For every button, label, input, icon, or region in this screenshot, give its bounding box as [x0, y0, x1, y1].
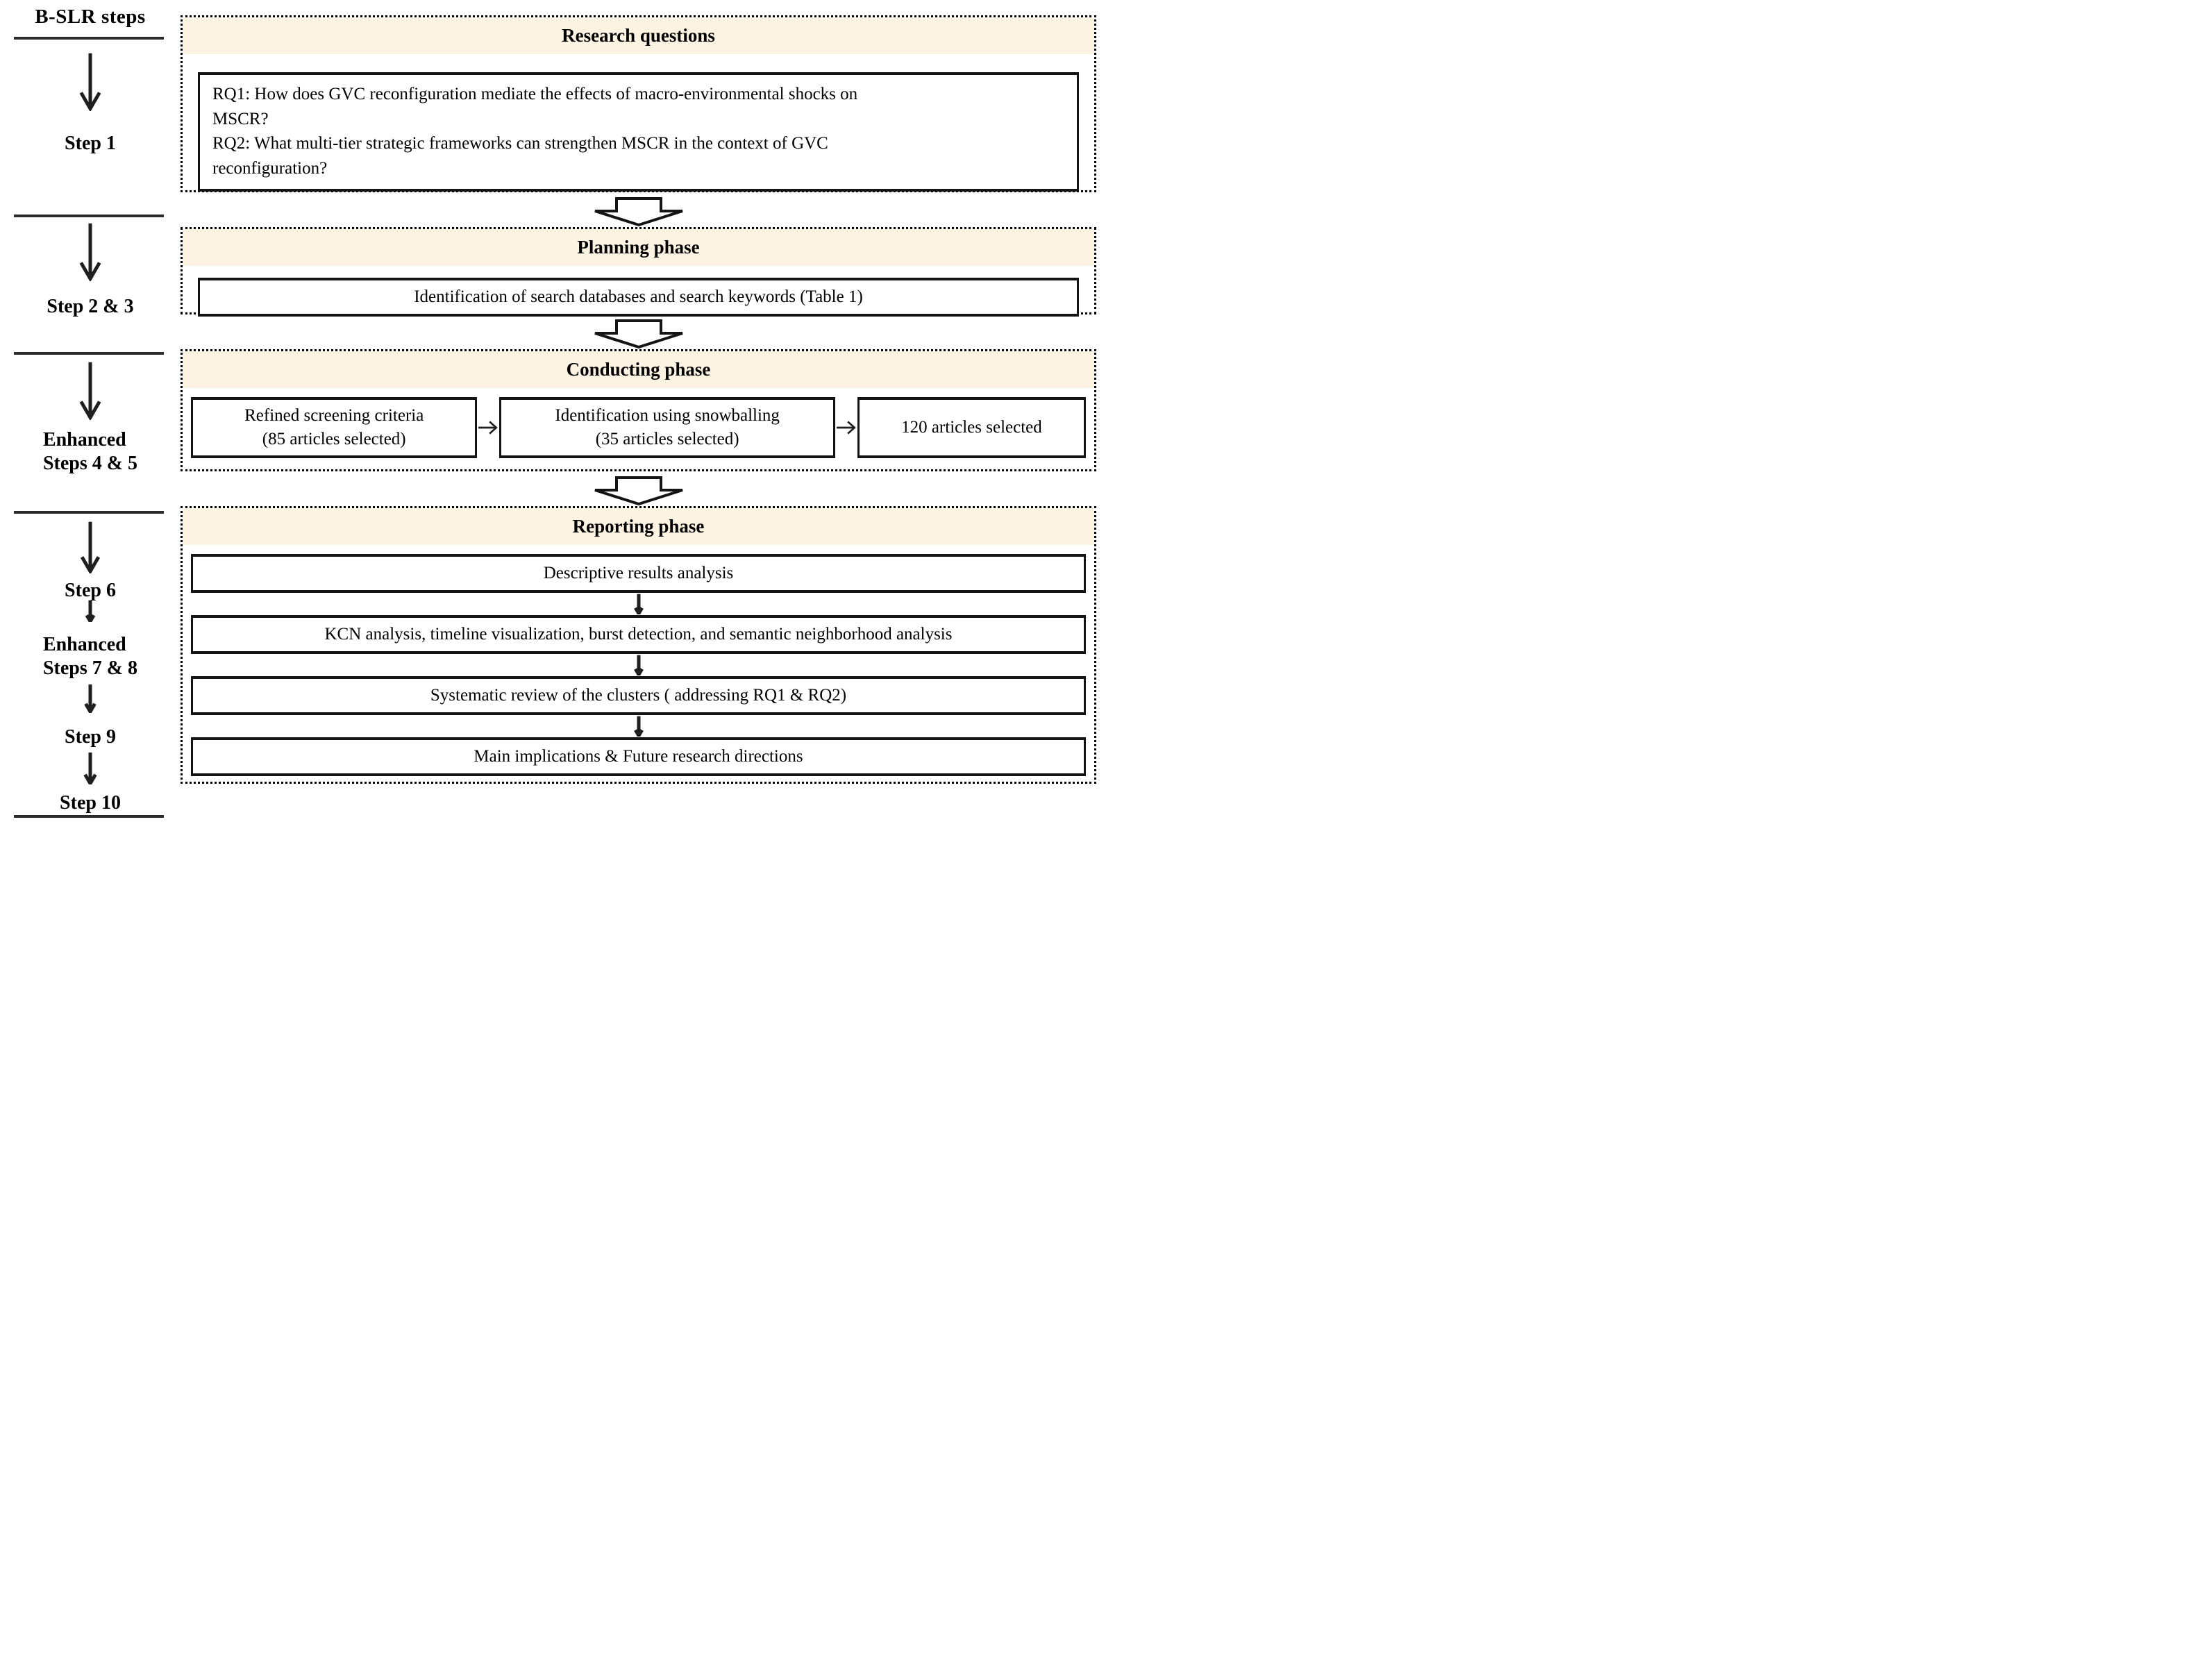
- down-arrow-icon: [77, 361, 103, 420]
- panel-header: Conducting phase: [183, 351, 1094, 388]
- research-question-2: RQ2: What multi-tier strategic framework…: [212, 134, 828, 178]
- right-arrow-icon: [836, 421, 856, 435]
- separator-line: [14, 37, 164, 40]
- reporting-box-kcn: KCN analysis, timeline visualization, bu…: [191, 615, 1086, 654]
- panel-conducting-phase: Conducting phase Refined screening crite…: [181, 349, 1096, 471]
- down-arrow-icon: [77, 222, 103, 281]
- conducting-box-selected: 120 articles selected: [857, 397, 1086, 458]
- panel-reporting-phase: Reporting phase Descriptive results anal…: [181, 506, 1096, 784]
- step-label: Enhanced Steps 7 & 8: [42, 634, 138, 679]
- step-label: Enhanced Steps 4 & 5: [42, 429, 138, 474]
- separator-line: [14, 215, 164, 217]
- conducting-box-screening: Refined screening criteria (85 articles …: [191, 397, 478, 458]
- block-arrow-down-icon: [594, 319, 683, 348]
- sidebar-section-steps-6-10: Step 6 Enhanced Steps 7 & 8 Step 9 Step …: [0, 514, 181, 815]
- panel-header: Planning phase: [183, 229, 1094, 266]
- block-arrow-down-icon: [594, 476, 683, 505]
- sidebar-steps-column: B-SLR steps Step 1 Step 2 & 3 Enhanced S…: [0, 0, 181, 828]
- step-label: Step 1: [65, 133, 116, 154]
- phases-column: Research questions RQ1: How does GVC rec…: [181, 0, 1106, 828]
- reporting-box-descriptive: Descriptive results analysis: [191, 554, 1086, 593]
- block-arrow-down-icon: [594, 197, 683, 226]
- sidebar-title: B-SLR steps: [35, 6, 146, 28]
- sidebar-section-step-2-3: Step 2 & 3: [0, 217, 181, 352]
- down-arrow-icon: [628, 655, 649, 675]
- panel-header: Reporting phase: [183, 508, 1094, 545]
- step-label: Step 2 & 3: [47, 296, 134, 317]
- down-arrow-icon: [628, 594, 649, 614]
- separator-line: [14, 815, 164, 818]
- separator-line: [14, 511, 164, 514]
- conducting-row: Refined screening criteria (85 articles …: [191, 397, 1086, 458]
- down-arrow-icon: [78, 600, 102, 622]
- panel-header: Research questions: [183, 17, 1094, 54]
- sidebar-section-steps-4-5: Enhanced Steps 4 & 5: [0, 355, 181, 511]
- step-label: Step 10: [60, 792, 121, 814]
- separator-line: [14, 352, 164, 355]
- down-arrow-icon: [78, 752, 103, 785]
- reporting-box-systematic-review: Systematic review of the clusters ( addr…: [191, 676, 1086, 715]
- panel-research-questions: Research questions RQ1: How does GVC rec…: [181, 15, 1096, 192]
- sidebar-section-step-1: Step 1: [0, 40, 181, 215]
- down-arrow-icon: [77, 52, 103, 111]
- bslr-flow-diagram: B-SLR steps Step 1 Step 2 & 3 Enhanced S…: [0, 0, 1106, 828]
- down-arrow-icon: [78, 684, 103, 713]
- down-arrow-icon: [628, 716, 649, 737]
- research-questions-box: RQ1: How does GVC reconfiguration mediat…: [198, 72, 1079, 192]
- reporting-box-implications: Main implications & Future research dire…: [191, 737, 1086, 776]
- step-label: Step 6: [65, 580, 116, 602]
- down-arrow-icon: [78, 521, 103, 573]
- planning-box: Identification of search databases and s…: [198, 278, 1079, 317]
- research-question-1: RQ1: How does GVC reconfiguration mediat…: [212, 85, 858, 128]
- panel-planning-phase: Planning phase Identification of search …: [181, 227, 1096, 317]
- step-label: Step 9: [65, 726, 116, 748]
- right-arrow-icon: [478, 421, 498, 435]
- conducting-box-snowballing: Identification using snowballing (35 art…: [499, 397, 835, 458]
